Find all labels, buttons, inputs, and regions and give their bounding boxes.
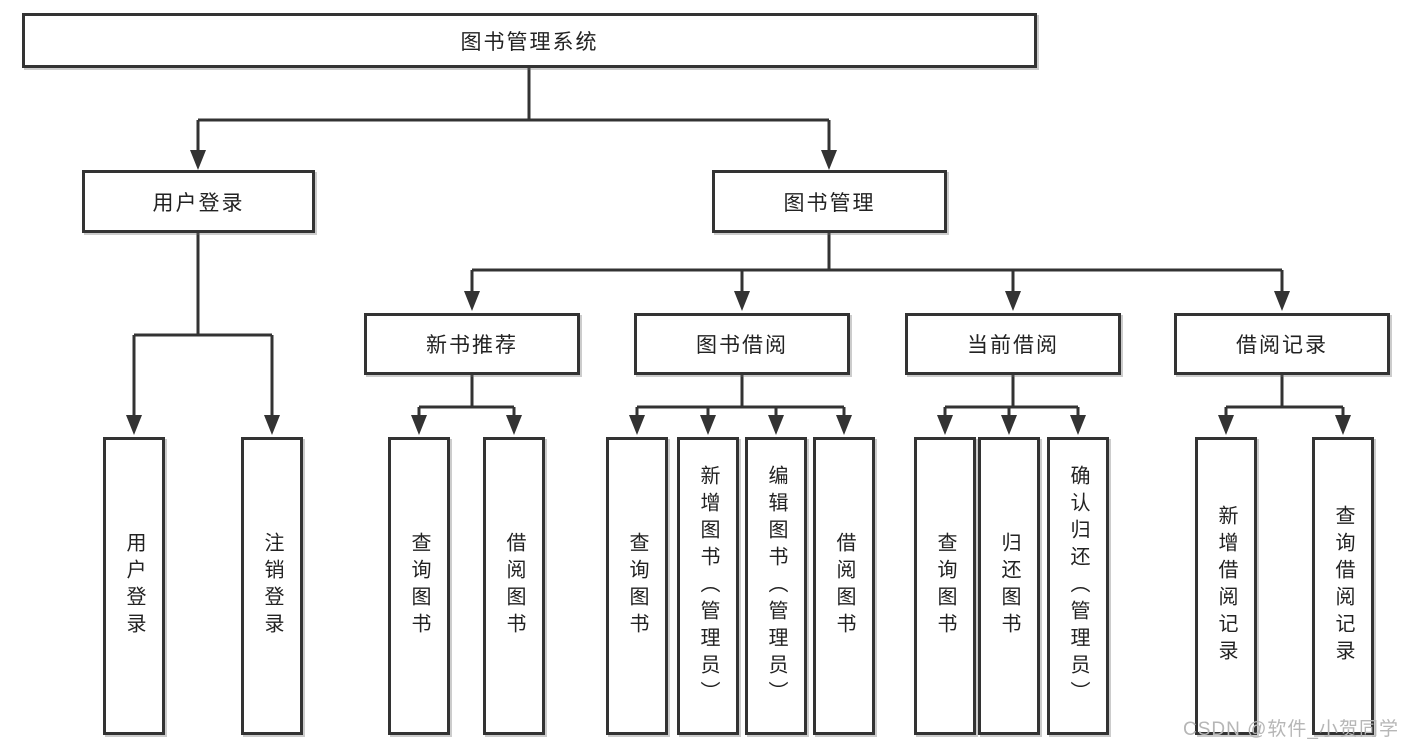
leaf-edit-book-admin-label: 编辑图书（管理员）: [765, 464, 787, 708]
leaf-query-books-borrow-label: 查询图书: [626, 532, 648, 640]
leaf-confirm-return-admin: 确认归还（管理员）: [1047, 437, 1109, 735]
node-current-borrowing: 当前借阅: [905, 313, 1121, 375]
leaf-query-borrow-record: 查询借阅记录: [1312, 437, 1374, 735]
leaf-add-book-admin: 新增图书（管理员）: [677, 437, 739, 735]
leaf-query-books-current-label: 查询图书: [934, 532, 956, 640]
leaf-logout-login: 注销登录: [241, 437, 303, 735]
node-user-login: 用户登录: [82, 170, 315, 233]
leaf-borrow-books-recommend-label: 借阅图书: [503, 532, 525, 640]
leaf-borrow-books-borrow: 借阅图书: [813, 437, 875, 735]
node-new-book-recommendation: 新书推荐: [364, 313, 580, 375]
leaf-user-login: 用户登录: [103, 437, 165, 735]
leaf-add-borrow-record-label: 新增借阅记录: [1215, 505, 1237, 667]
node-borrowing-records: 借阅记录: [1174, 313, 1390, 375]
leaf-query-books-recommend: 查询图书: [388, 437, 450, 735]
node-book-borrowing: 图书借阅: [634, 313, 850, 375]
leaf-return-book: 归还图书: [978, 437, 1040, 735]
arrowheads: [126, 150, 1351, 435]
leaf-query-borrow-record-label: 查询借阅记录: [1332, 505, 1354, 667]
leaf-return-book-label: 归还图书: [998, 532, 1020, 640]
leaf-query-books-current: 查询图书: [914, 437, 976, 735]
leaf-edit-book-admin: 编辑图书（管理员）: [745, 437, 807, 735]
leaf-query-books-borrow: 查询图书: [606, 437, 668, 735]
leaf-add-book-admin-label: 新增图书（管理员）: [697, 464, 719, 708]
node-library-management-system: 图书管理系统: [22, 13, 1037, 68]
leaf-user-login-label: 用户登录: [123, 532, 145, 640]
csdn-watermark: CSDN @软件_小贺同学: [1183, 719, 1399, 740]
leaf-confirm-return-admin-label: 确认归还（管理员）: [1067, 464, 1089, 708]
leaf-add-borrow-record: 新增借阅记录: [1195, 437, 1257, 735]
leaf-query-books-recommend-label: 查询图书: [408, 532, 430, 640]
node-book-management: 图书管理: [712, 170, 947, 233]
leaf-logout-login-label: 注销登录: [261, 532, 283, 640]
leaf-borrow-books-recommend: 借阅图书: [483, 437, 545, 735]
leaf-borrow-books-borrow-label: 借阅图书: [833, 532, 855, 640]
